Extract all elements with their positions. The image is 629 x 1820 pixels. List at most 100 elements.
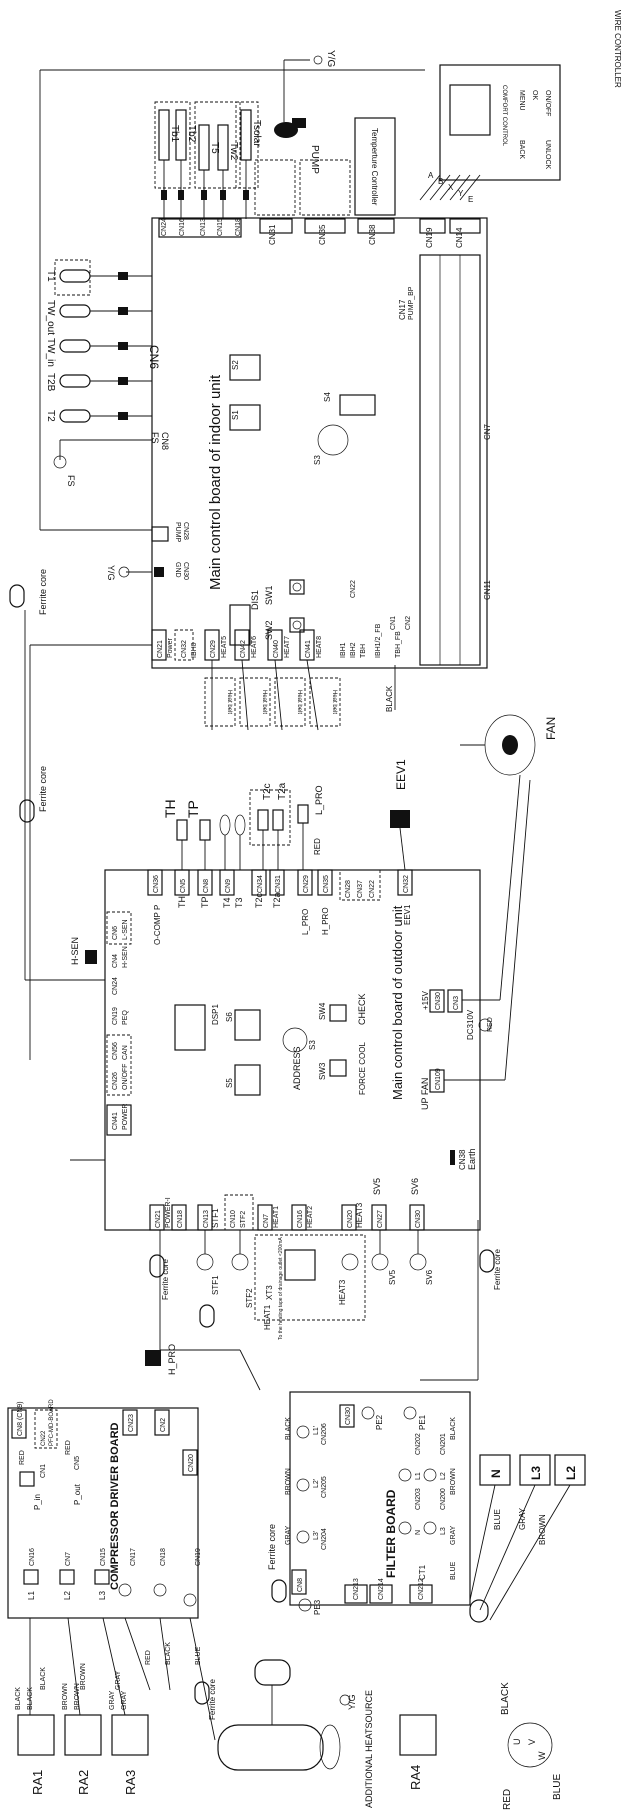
svg-text:CN38: CN38 [368,224,377,245]
svg-text:To the heating tape of drainag: To the heating tape of drainage outlet <… [278,1237,284,1340]
svg-text:CN3: CN3 [453,996,460,1010]
svg-text:BLACK: BLACK [450,1417,457,1440]
svg-text:GRAY: GRAY [109,1690,116,1710]
svg-text:CN56: CN56 [112,1042,119,1060]
svg-text:T4: T4 [222,897,232,908]
svg-text:CN205: CN205 [321,1476,328,1498]
svg-text:TBH: TBH [360,644,367,658]
svg-text:N: N [415,1530,422,1535]
svg-text:IBH2: IBH2 [350,642,357,658]
svg-text:BLACK: BLACK [285,1417,292,1440]
svg-text:SW1: SW1 [264,585,274,605]
outdoor-bottom-connectors: CN21 POWER-I CN18 CN13 STF1 CN10 STF2 CN… [149,1178,425,1231]
svg-text:CN20: CN20 [347,1210,354,1228]
svg-text:Ferrite core: Ferrite core [38,569,48,615]
svg-text:XT3: XT3 [265,1285,274,1300]
svg-text:OK: OK [531,90,538,100]
svg-text:CN37: CN37 [357,880,364,898]
svg-text:BLACK: BLACK [165,1642,172,1665]
svg-text:CN2: CN2 [160,1418,167,1432]
svg-text:Tb1: Tb1 [169,125,180,143]
indoor-sensors-top: Tb1 Tb2 T5 Tw2 Tsolar [154,101,262,219]
svg-text:ON/OFF: ON/OFF [122,1064,129,1090]
svg-text:BROWN: BROWN [80,1663,87,1690]
svg-text:BLUE: BLUE [552,1774,563,1800]
svg-text:SW4: SW4 [318,1002,327,1020]
svg-text:HEAT3: HEAT3 [338,1279,347,1305]
svg-text:GRAY: GRAY [121,1690,128,1710]
svg-text:CN16: CN16 [179,218,186,236]
svg-text:CN4: CN4 [112,954,119,968]
svg-text:SV5: SV5 [388,1269,397,1285]
svg-text:Heat belt: Heat belt [226,690,232,714]
svg-text:HEAT5: HEAT5 [221,636,228,658]
svg-text:GRAY: GRAY [115,1670,122,1690]
svg-text:S5: S5 [225,1078,234,1088]
svg-text:CN13: CN13 [200,218,207,236]
svg-text:Temperture Controller: Temperture Controller [370,128,379,206]
compressor-board-outline [7,1407,199,1619]
svg-text:RA4: RA4 [408,1765,423,1790]
svg-text:BROWN: BROWN [450,1468,457,1495]
svg-text:SW3: SW3 [318,1062,327,1080]
indoor-bottom-connectors: CN21 Power CN32 IBH0 CN29 HEAT5 CN42 HEA… [151,580,412,661]
svg-text:CN8: CN8 [160,432,170,450]
wire-controller-label: WIRE CONTROLLER [613,10,622,88]
svg-text:A: A [428,171,434,180]
svg-text:L_PRO: L_PRO [314,785,324,815]
svg-text:L3: L3 [529,1466,543,1480]
svg-text:UP FAN: UP FAN [420,1078,430,1110]
svg-text:CN42: CN42 [240,640,247,658]
sensor-tsolar [240,109,252,161]
svg-text:BLUE: BLUE [195,1646,202,1665]
svg-text:CN18: CN18 [235,218,242,236]
svg-text:HEAT2: HEAT2 [307,1206,314,1228]
svg-text:BROWN: BROWN [285,1468,292,1495]
svg-text:DIS1: DIS1 [250,590,260,610]
svg-text:N: N [489,1469,503,1478]
svg-text:CN17: CN17 [398,299,407,320]
svg-text:CN10: CN10 [230,1210,237,1228]
svg-text:BLACK: BLACK [40,1667,47,1690]
svg-text:CN213: CN213 [353,1578,360,1600]
svg-text:Ferrite core: Ferrite core [493,1249,502,1290]
svg-text:L2: L2 [440,1472,447,1480]
svg-text:CN22: CN22 [369,880,376,898]
svg-text:Tsolar: Tsolar [251,120,262,147]
svg-text:CN26: CN26 [112,1072,119,1090]
svg-text:CN6: CN6 [147,345,161,369]
svg-text:CN30: CN30 [435,992,442,1010]
svg-text:CN22: CN22 [41,1430,47,1446]
svg-text:X: X [448,183,454,192]
filter-wire-labels: BLACK BROWN GRAY BLACK BROWN GRAY BLUE F… [267,1417,457,1603]
svg-text:L3': L3' [313,1531,320,1540]
svg-text:RED: RED [313,838,322,855]
svg-text:CN13: CN13 [203,1210,210,1228]
svg-text:RED: RED [19,1450,26,1465]
svg-text:H-SEN: H-SEN [122,946,129,968]
svg-text:Heat belt: Heat belt [331,690,337,714]
svg-text:ON/OFF: ON/OFF [544,90,551,116]
indoor-board-title: Main control board of indoor unit [207,374,224,590]
svg-text:CT1: CT1 [418,1564,427,1580]
svg-text:HEAT3: HEAT3 [355,1202,364,1228]
svg-text:COMFORT CONTROL: COMFORT CONTROL [501,85,507,147]
svg-text:T2: T2 [45,410,56,422]
svg-text:CN5: CN5 [180,879,187,893]
svg-text:STF2: STF2 [245,1288,254,1308]
sensor-tb1 [158,109,170,161]
svg-text:S4: S4 [323,392,332,402]
svg-text:EEV1: EEV1 [394,759,408,790]
svg-text:CN6: CN6 [112,926,119,940]
svg-text:FORCE COOL: FORCE COOL [358,1042,367,1095]
svg-text:CN16: CN16 [29,1548,36,1566]
svg-text:BLACK: BLACK [385,685,394,712]
svg-text:ADDRESS: ADDRESS [292,1046,302,1090]
svg-text:HEAT1: HEAT1 [273,1206,280,1228]
svg-text:PE1: PE1 [418,1414,427,1430]
pump-icon: Y/G [274,50,336,138]
svg-text:H_PRO: H_PRO [321,907,330,935]
svg-text:E: E [468,195,473,204]
svg-text:CN14: CN14 [455,227,464,248]
